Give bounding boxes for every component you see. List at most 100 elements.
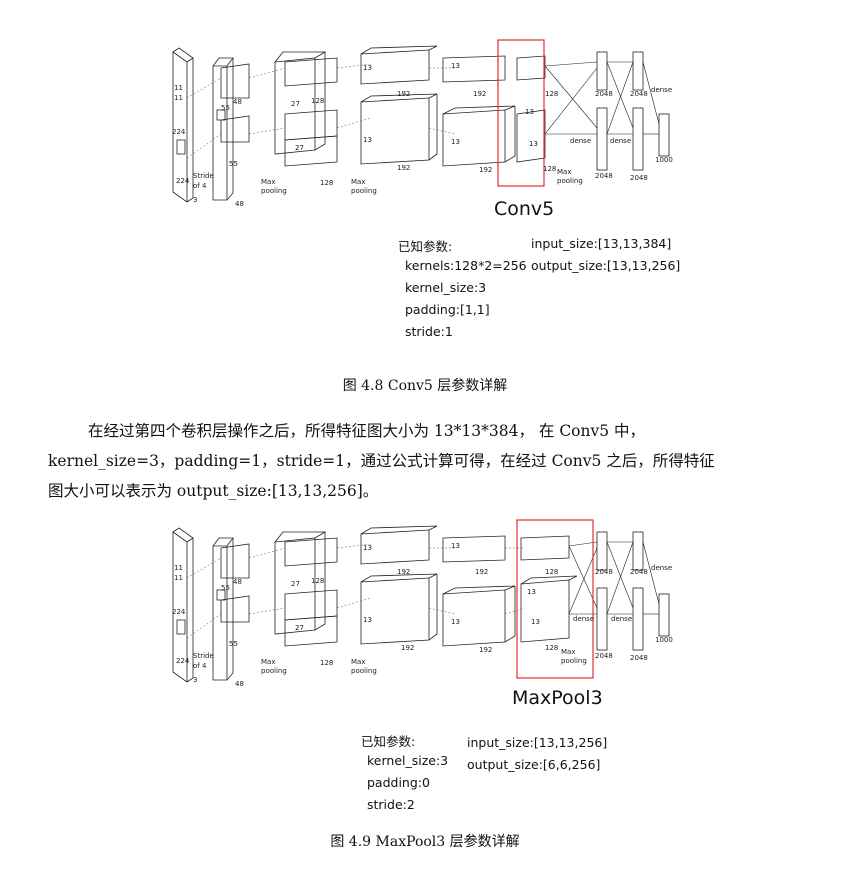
diag-label: 11 (174, 84, 183, 92)
diag-label: 224 (176, 177, 190, 185)
diag-label: 13 (363, 136, 372, 144)
diag-label: 192 (479, 166, 492, 174)
figure1-param: stride:1 (405, 324, 453, 339)
diag-label: 2048 (595, 652, 613, 660)
diag-label: Max (261, 658, 275, 666)
diag-label: 2048 (630, 174, 648, 182)
diag-label: 55 (229, 640, 238, 648)
diag-label: 13 (527, 588, 536, 596)
diag-label: Max (557, 168, 571, 176)
diag-label: dense (610, 137, 631, 145)
diag-label: 224 (176, 657, 190, 665)
diag-label: 2048 (595, 172, 613, 180)
diag-label: 11 (174, 94, 183, 102)
diag-label: 128 (311, 97, 324, 105)
diag-label: 48 (233, 98, 242, 106)
figure1-heading: Conv5 (494, 198, 555, 220)
diag-label: Stride (193, 172, 214, 180)
diag-label: 13 (363, 544, 372, 552)
diag-label: 2048 (595, 90, 613, 98)
diag-label: 13 (451, 62, 460, 70)
figure1-io: output_size:[13,13,256] (531, 258, 681, 273)
diag-label: dense (651, 86, 672, 94)
figure1-params-title: 已知参数: (398, 239, 453, 254)
diag-label: 224 (172, 128, 186, 136)
diag-label: 128 (545, 90, 558, 98)
diag-label: 2048 (630, 568, 648, 576)
diag-label: 128 (545, 644, 558, 652)
figure2-io: input_size:[13,13,256] (467, 735, 608, 750)
diag-label: 128 (545, 568, 558, 576)
diag-label: Max (351, 178, 365, 186)
diag-label: 13 (529, 140, 538, 148)
diag-label: 48 (233, 578, 242, 586)
diag-label: of 4 (193, 182, 207, 190)
diag-label: dense (573, 615, 594, 623)
figure1-param: padding:[1,1] (405, 302, 490, 317)
figure2-param: kernel_size:3 (367, 753, 449, 768)
figure2-heading: MaxPool3 (512, 687, 603, 709)
diag-label: 13 (531, 618, 540, 626)
paragraph-line: kernel_size=3，padding=1，stride=1，通过公式计算可… (48, 452, 715, 470)
diag-label: 128 (320, 179, 333, 187)
diag-label: pooling (261, 187, 287, 195)
figure2-io: output_size:[6,6,256] (467, 757, 601, 772)
diag-label: 192 (397, 568, 410, 576)
diag-label: 13 (525, 108, 534, 116)
diag-label: 128 (320, 659, 333, 667)
diag-label: 192 (397, 90, 410, 98)
diag-label: 3 (193, 676, 197, 684)
diag-label: 192 (473, 90, 486, 98)
diag-label: pooling (351, 667, 377, 675)
diag-label: dense (651, 564, 672, 572)
diag-label: 3 (193, 196, 197, 204)
figure1-param: kernel_size:3 (405, 280, 487, 295)
diag-label: 11 (174, 564, 183, 572)
diag-label: 27 (291, 100, 300, 108)
diag-label: 13 (451, 542, 460, 550)
diag-label: 2048 (595, 568, 613, 576)
diag-label: Max (351, 658, 365, 666)
diag-label: 55 (221, 104, 230, 112)
diag-label: 192 (479, 646, 492, 654)
diag-label: 48 (235, 200, 244, 208)
diag-label: 13 (363, 64, 372, 72)
alexnet-diagram-maxpool3: 11 11 224 224 Stride of 4 3 48 55 55 48 … (165, 518, 690, 690)
diag-label: 128 (543, 165, 556, 173)
diag-label: pooling (557, 177, 583, 185)
diag-label: pooling (261, 667, 287, 675)
diag-label: 55 (221, 584, 230, 592)
diag-label: 192 (475, 568, 488, 576)
figure2-caption: 图 4.9 MaxPool3 层参数详解 (330, 834, 520, 850)
figure1-caption: 图 4.8 Conv5 层参数详解 (342, 378, 508, 394)
diag-label: 2048 (630, 90, 648, 98)
diag-label: 128 (311, 577, 324, 585)
diag-label: 27 (291, 580, 300, 588)
figure2-params-title: 已知参数: (361, 734, 416, 749)
diag-label: Stride (193, 652, 214, 660)
diag-label: 192 (397, 164, 410, 172)
diag-label: pooling (561, 657, 587, 665)
diag-label: 2048 (630, 654, 648, 662)
diag-label: 13 (451, 618, 460, 626)
diag-label: 27 (295, 624, 304, 632)
diag-label: Max (261, 178, 275, 186)
paragraph-line-text: 在经过第四个卷积层操作之后，所得特征图大小为 13*13*384， 在 Conv… (88, 422, 646, 440)
diag-label: 1000 (655, 156, 673, 164)
diag-label: Max (561, 648, 575, 656)
diag-label: 11 (174, 574, 183, 582)
alexnet-diagram-conv5: 11 11 224 224 Stride of 4 3 48 55 55 48 … (165, 38, 690, 210)
body-paragraph: 在经过第四个卷积层操作之后，所得特征图大小为 13*13*384， 在 Conv… (48, 416, 808, 506)
diag-label: 224 (172, 608, 186, 616)
figure2-param: padding:0 (367, 775, 430, 790)
diag-label: dense (570, 137, 591, 145)
diag-label: 27 (295, 144, 304, 152)
diag-label: pooling (351, 187, 377, 195)
diag-label: 48 (235, 680, 244, 688)
figure1-io: input_size:[13,13,384] (531, 236, 672, 251)
diag-label: 13 (451, 138, 460, 146)
figure1-param: kernels:128*2=256 (405, 258, 527, 273)
diag-label: 192 (401, 644, 414, 652)
diag-label: 13 (363, 616, 372, 624)
diag-label: 55 (229, 160, 238, 168)
